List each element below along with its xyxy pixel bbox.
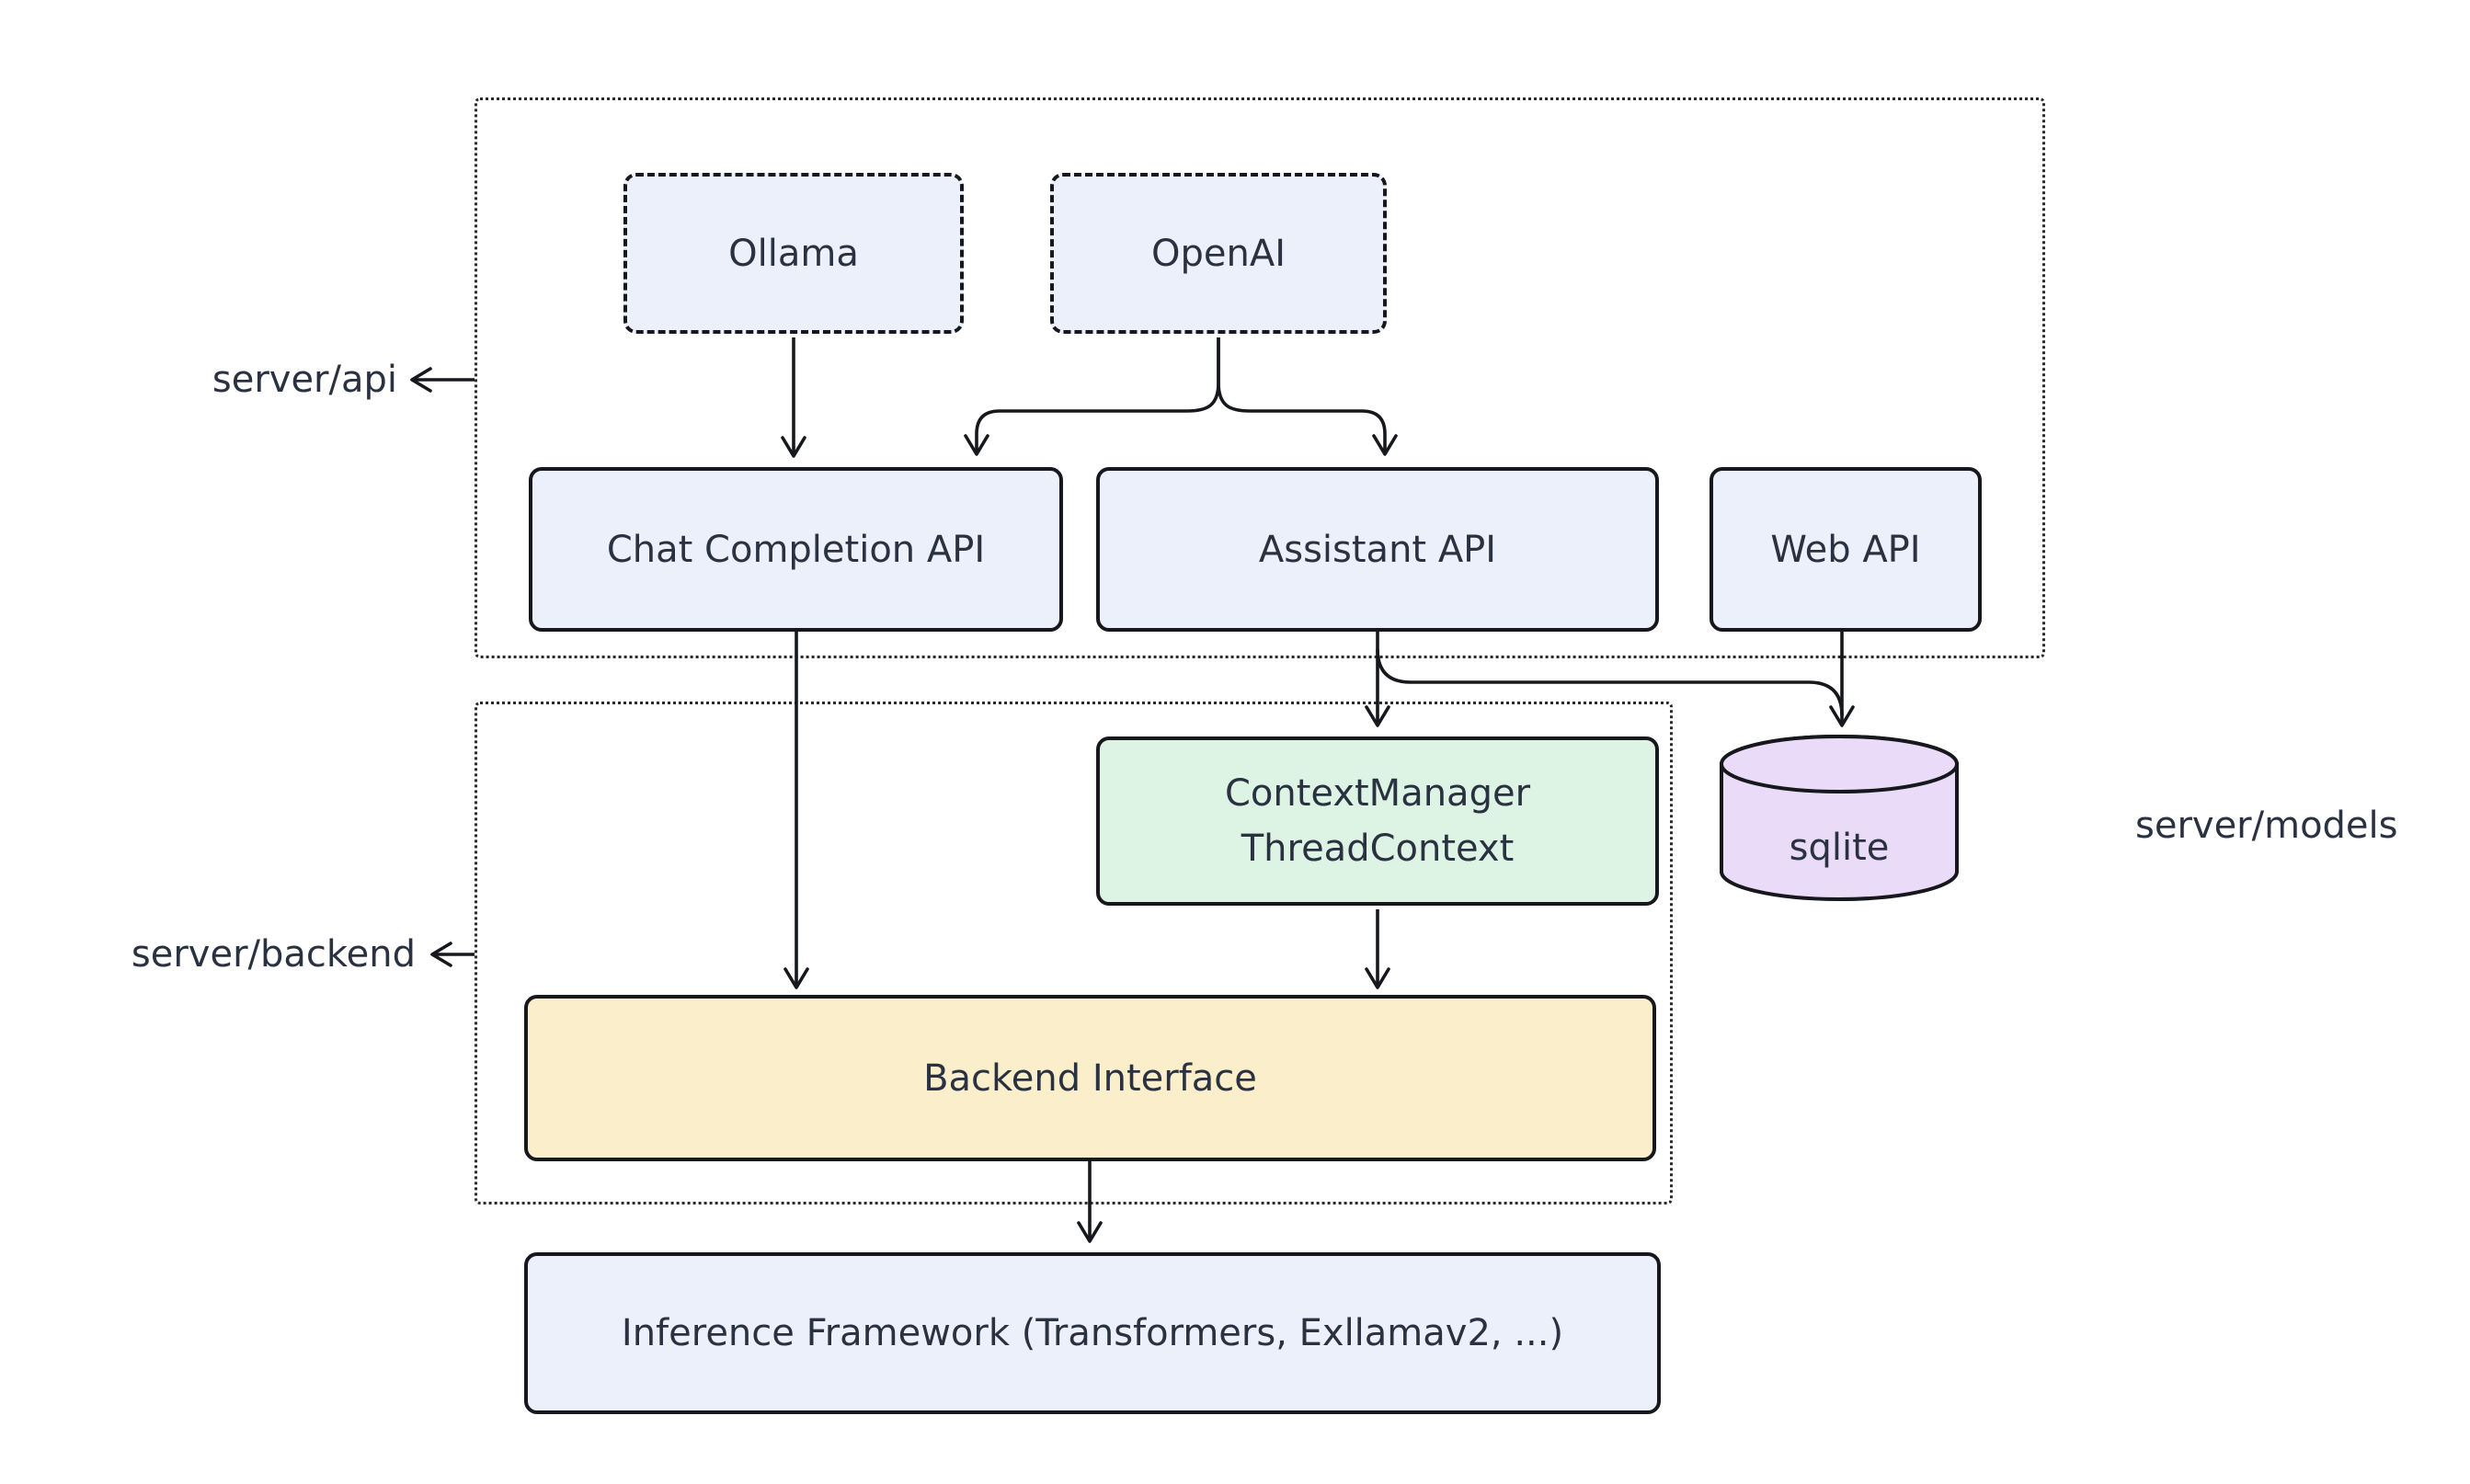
node-ollama-label: Ollama bbox=[728, 232, 859, 275]
node-backend-interface-label: Backend Interface bbox=[923, 1056, 1257, 1100]
node-inference-framework: Inference Framework (Transformers, Exlla… bbox=[524, 1252, 1661, 1414]
node-openai: OpenAI bbox=[1050, 173, 1387, 334]
region-server-backend bbox=[475, 702, 1673, 1204]
node-inference-framework-label: Inference Framework (Transformers, Exlla… bbox=[621, 1312, 1564, 1354]
node-web-api: Web API bbox=[1710, 467, 1982, 632]
label-server-api: server/api bbox=[212, 359, 397, 401]
node-ollama: Ollama bbox=[623, 173, 964, 334]
node-web-api-label: Web API bbox=[1770, 528, 1921, 571]
label-server-backend: server/backend bbox=[131, 933, 416, 976]
node-chat-completion-api: Chat Completion API bbox=[529, 467, 1063, 632]
node-context-manager-line2: ThreadContext bbox=[1241, 828, 1515, 870]
node-assistant-api-label: Assistant API bbox=[1258, 528, 1497, 571]
node-context-manager-line1: ContextManager bbox=[1224, 772, 1531, 815]
label-server-models: server/models bbox=[2135, 805, 2398, 847]
node-assistant-api: Assistant API bbox=[1096, 467, 1659, 632]
sqlite-cylinder bbox=[1720, 735, 1959, 901]
node-chat-completion-api-label: Chat Completion API bbox=[606, 528, 986, 571]
region-server-api bbox=[475, 97, 2045, 658]
node-context-manager: ContextManager ThreadContext bbox=[1096, 736, 1659, 906]
node-backend-interface: Backend Interface bbox=[524, 995, 1656, 1161]
node-openai-label: OpenAI bbox=[1151, 232, 1286, 275]
node-sqlite-label: sqlite bbox=[1789, 827, 1890, 869]
